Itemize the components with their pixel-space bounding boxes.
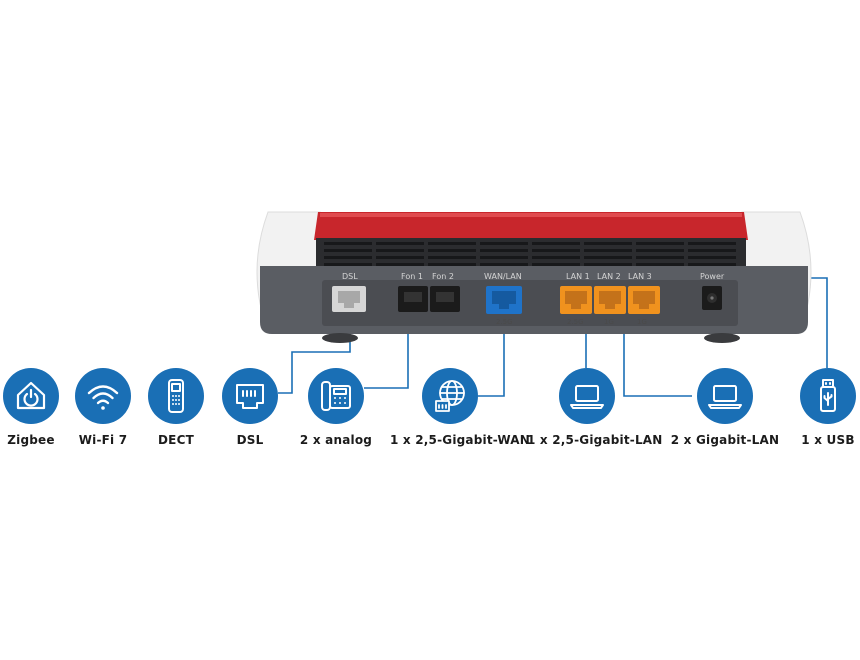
speed-label-lan2: 1G <box>604 318 614 326</box>
vent-slot <box>428 242 476 245</box>
vent-slot <box>584 242 632 245</box>
router-top-shell <box>314 212 748 240</box>
speed-label-wan: 2.5G <box>496 318 513 326</box>
vent-slot <box>428 249 476 252</box>
router-vent-slots <box>324 242 736 266</box>
power-port[interactable] <box>702 286 722 310</box>
port-label-fon2: Fon 2 <box>432 272 454 281</box>
vent-slot <box>480 249 528 252</box>
feature-usb: 1 x USB <box>768 368 860 447</box>
vent-slot <box>688 256 736 259</box>
lan2-port[interactable] <box>594 286 626 314</box>
wifi-icon <box>75 368 131 424</box>
router-foot-right <box>704 333 740 343</box>
vent-slot <box>324 242 372 245</box>
feature-label: 1 x 2,5-Gigabit-WAN <box>390 433 531 447</box>
vent-slot <box>480 256 528 259</box>
vent-slot <box>532 256 580 259</box>
vent-slot <box>324 256 372 259</box>
router-port-strip <box>322 280 738 326</box>
vent-slot <box>376 242 424 245</box>
vent-slot <box>584 249 632 252</box>
analog-phone-icon <box>308 368 364 424</box>
vent-slot <box>480 263 528 266</box>
dect-phone-icon <box>148 368 204 424</box>
router-top-highlight <box>320 213 742 217</box>
vent-slot <box>584 263 632 266</box>
port-label-lan1: LAN 1 <box>566 272 590 281</box>
port-label-lan3: LAN 3 <box>628 272 652 281</box>
vent-slot <box>636 242 684 245</box>
vent-slot <box>688 263 736 266</box>
connector-lines <box>278 277 828 397</box>
feature-label: Wi-Fi 7 <box>78 433 128 447</box>
port-label-lan2: LAN 2 <box>597 272 621 281</box>
vent-slot <box>376 249 424 252</box>
port-label-fon1: Fon 1 <box>401 272 423 281</box>
connector-wan <box>478 330 505 397</box>
port-label-dsl: DSL <box>342 272 358 281</box>
vent-slot <box>428 256 476 259</box>
feature-label: Zigbee <box>7 433 55 447</box>
vent-slot <box>532 242 580 245</box>
feature-lan25: 1 x 2,5-Gigabit-LAN <box>527 368 663 447</box>
feature-zigbee: Zigbee <box>0 368 91 447</box>
lan1-port[interactable] <box>560 286 592 314</box>
feature-wifi: Wi-Fi 7 <box>43 368 163 447</box>
feature-label: DECT <box>158 433 194 447</box>
lan3-port[interactable] <box>628 286 660 314</box>
feature-label: 2 x Gigabit-LAN <box>670 433 780 447</box>
vent-slot <box>636 256 684 259</box>
feature-label: 2 x analog <box>299 433 373 447</box>
feature-label: 1 x 2,5-Gigabit-LAN <box>527 433 663 447</box>
connector-usb <box>808 277 828 368</box>
speed-label-lan1: 2.5G <box>567 318 584 326</box>
feature-analog: 2 x analog <box>276 368 396 447</box>
dsl-port-icon <box>222 368 278 424</box>
router-foot-left <box>322 333 358 343</box>
vent-slot <box>532 263 580 266</box>
router-device: DSL Fon 1 Fon 2 WAN/LAN LAN 1 LAN 2 LAN … <box>256 211 812 343</box>
feature-label: DSL <box>236 433 264 447</box>
vent-slot <box>636 263 684 266</box>
vent-slot <box>376 263 424 266</box>
zigbee-icon <box>3 368 59 424</box>
vent-slot <box>584 256 632 259</box>
fon2-port[interactable] <box>430 286 460 312</box>
feature-label: 1 x USB <box>801 433 855 447</box>
connector-analog <box>364 318 409 389</box>
vent-slot <box>324 249 372 252</box>
vent-slot <box>688 249 736 252</box>
port-label-power: Power <box>700 272 725 281</box>
connector-lan2 <box>623 330 692 397</box>
globe-network-icon <box>422 368 478 424</box>
feature-lan1g: 2 x Gigabit-LAN <box>665 368 785 447</box>
port-label-wan: WAN/LAN <box>484 272 522 281</box>
vent-slot <box>376 256 424 259</box>
vent-slot <box>636 249 684 252</box>
vent-slot <box>532 249 580 252</box>
vent-slot <box>480 242 528 245</box>
usb-stick-icon <box>800 368 856 424</box>
vent-slot <box>324 263 372 266</box>
wan-port[interactable] <box>486 286 522 314</box>
vent-slot <box>428 263 476 266</box>
fon1-port[interactable] <box>398 286 428 312</box>
laptop-icon <box>697 368 753 424</box>
feature-dsl: DSL <box>190 368 310 447</box>
speed-label-lan3: 1G <box>637 318 647 326</box>
dsl-port[interactable] <box>332 286 366 312</box>
feature-dect: DECT <box>116 368 236 447</box>
laptop-icon <box>559 368 615 424</box>
feature-wan: 1 x 2,5-Gigabit-WAN <box>390 368 531 447</box>
vent-slot <box>688 242 736 245</box>
